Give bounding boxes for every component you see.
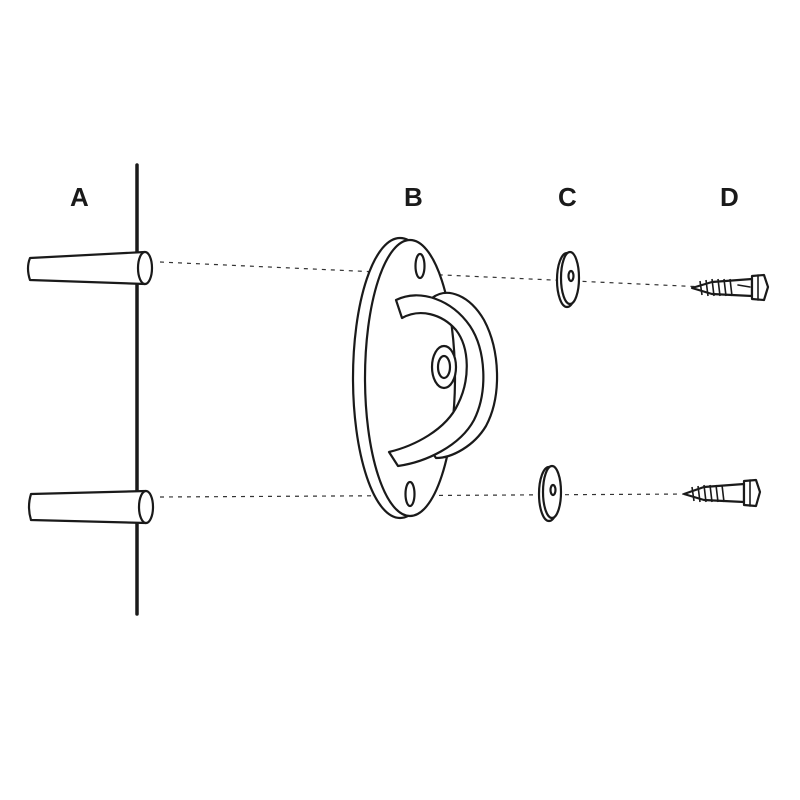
label-a: A: [70, 182, 89, 212]
label-b: B: [404, 182, 423, 212]
plate-hole-bottom: [404, 480, 416, 508]
wall-anchor-top: [26, 250, 154, 286]
plate-hole-top: [414, 252, 426, 280]
wall-anchor-bottom: [27, 489, 155, 525]
label-c: C: [558, 182, 577, 212]
washer-top: [555, 250, 581, 309]
lag-screw-top: [690, 273, 770, 302]
label-d: D: [720, 182, 739, 212]
ceiling-hook-plate: [351, 236, 499, 520]
alignment-line-top: [159, 261, 771, 291]
washer-bottom: [537, 464, 563, 523]
lag-screw-bottom: [682, 478, 762, 508]
alignment-line-bottom: [159, 493, 691, 498]
